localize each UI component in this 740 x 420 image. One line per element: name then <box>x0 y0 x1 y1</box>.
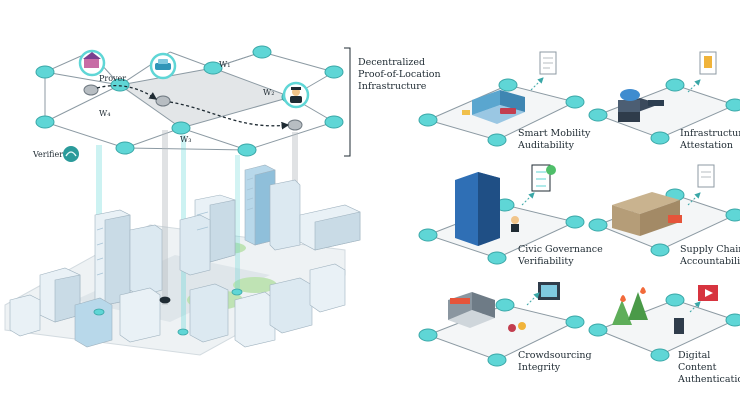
panel-crowdsourcing <box>418 282 585 367</box>
prover-path-arrow <box>169 101 290 130</box>
panel-civic-governance <box>418 164 585 265</box>
person-icon <box>511 216 519 232</box>
app-title-line2: Auditability <box>518 140 574 151</box>
prover-path-arrow <box>96 85 158 100</box>
document-icon <box>699 51 717 75</box>
panel-digital-content <box>588 285 740 362</box>
infrastructure-title-line1: Decentralized <box>358 57 426 68</box>
phone-icon <box>674 318 684 334</box>
app-title-line1: Supply Chain <box>680 244 740 255</box>
officer-icon <box>282 81 310 109</box>
infrastructure-title-line3: Infrastructure <box>358 81 427 92</box>
car-icon <box>149 52 177 80</box>
grid-node <box>252 45 272 59</box>
panel-supply-chain <box>588 164 740 257</box>
grid-node <box>110 78 130 92</box>
panel-infrastructure <box>588 51 740 145</box>
app-title-line1: Smart Mobility <box>518 128 591 139</box>
pol-grid <box>35 45 344 162</box>
office-tower-icon <box>455 172 500 246</box>
verifier-icon <box>63 146 79 162</box>
document-icon <box>539 51 557 75</box>
app-title-line2: Attestation <box>680 140 734 151</box>
application-panels <box>418 51 740 367</box>
app-title-line1: Digital Content <box>678 350 717 373</box>
app-caption-infrastructure: Infrastructure Attestation <box>680 128 740 152</box>
w1-label: W₁ <box>219 60 231 69</box>
car-building-icon <box>462 90 525 124</box>
app-caption-smart-mobility: Smart Mobility Auditability <box>518 128 590 152</box>
app-title-line2: Accountability <box>680 256 740 267</box>
house-icon <box>78 49 106 77</box>
app-title-line1: Crowdsourcing <box>518 350 592 361</box>
server-icon <box>618 89 664 122</box>
app-title-line2: Integrity <box>518 362 561 373</box>
w3-label: W₃ <box>180 135 192 144</box>
w4-label: W₄ <box>99 109 111 118</box>
app-title-line1: Infrastructure <box>680 128 740 139</box>
app-caption-civic-governance: Civic Governance Verifiability <box>518 244 603 268</box>
grid-node <box>203 61 223 75</box>
app-title-line2: Authentication <box>678 374 740 385</box>
app-caption-supply-chain: Supply Chain Accountability <box>680 244 740 268</box>
grid-node <box>35 115 55 129</box>
checklist-icon <box>531 164 556 192</box>
storefront-icon <box>448 292 526 332</box>
document-icon <box>697 164 715 188</box>
w2-label: W₂ <box>263 88 275 97</box>
prover-label: Prover <box>99 74 127 83</box>
grid-node <box>115 141 135 155</box>
panel-smart-mobility <box>418 51 585 147</box>
tablet-icon <box>538 282 560 300</box>
grid-node <box>171 121 191 135</box>
infrastructure-bracket <box>344 47 351 157</box>
grid-node <box>324 65 344 79</box>
app-caption-digital-content: Digital Content Authentication <box>678 350 740 386</box>
city-illustration <box>4 130 361 356</box>
app-caption-crowdsourcing: Crowdsourcing Integrity <box>518 350 592 374</box>
grid-node <box>35 65 55 79</box>
app-title-line1: Civic Governance <box>518 244 603 255</box>
fire-forest-icon <box>612 287 648 325</box>
infrastructure-title-line2: Proof-of-Location <box>358 69 441 80</box>
video-icon <box>698 285 718 301</box>
app-title-line2: Verifiability <box>518 256 574 267</box>
warehouse-icon <box>612 192 682 236</box>
grid-node <box>237 143 257 157</box>
verifier-label: Verifier <box>33 150 64 159</box>
grid-node <box>324 115 344 129</box>
